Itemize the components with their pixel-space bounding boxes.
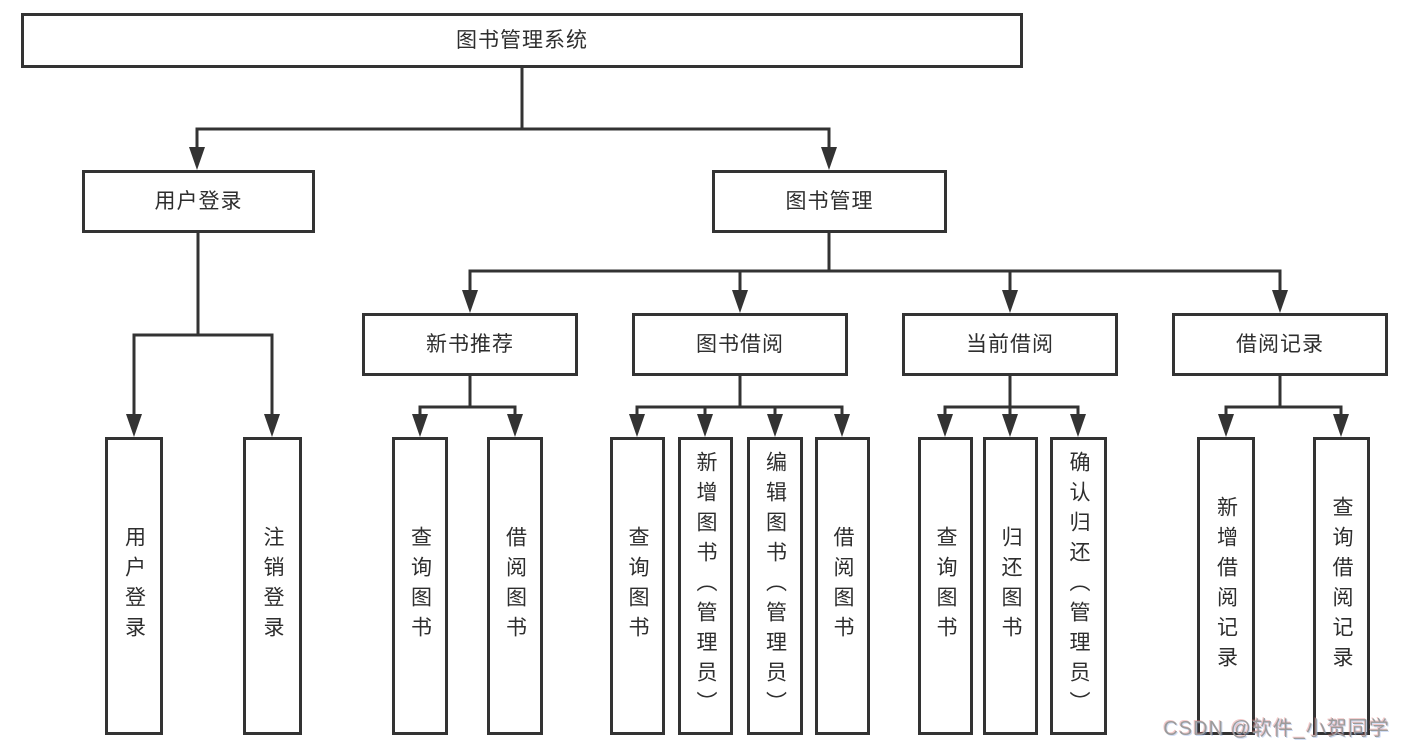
node-library-system: 图书管理系统	[21, 13, 1023, 68]
node-borrow-record: 借阅记录	[1172, 313, 1388, 376]
leaf-query-books-current: 查询图书	[918, 437, 973, 735]
leaf-borrow-books: 借阅图书	[815, 437, 870, 735]
csdn-watermark: CSDN @软件_小贺同学	[1163, 718, 1390, 740]
leaf-query-books-borrow: 查询图书	[610, 437, 665, 735]
leaf-edit-books-admin: 编辑图书（管理员）	[747, 437, 803, 735]
leaf-query-borrow-record: 查询借阅记录	[1313, 437, 1370, 735]
node-user-login: 用户登录	[82, 170, 315, 233]
leaf-add-borrow-record: 新增借阅记录	[1197, 437, 1255, 735]
leaf-logout-login: 注销登录	[243, 437, 302, 735]
leaf-borrow-books-recommend: 借阅图书	[487, 437, 543, 735]
leaf-user-login: 用户登录	[105, 437, 163, 735]
leaf-add-books-admin: 新增图书（管理员）	[678, 437, 733, 735]
leaf-confirm-return-admin: 确认归还（管理员）	[1050, 437, 1107, 735]
leaf-return-books: 归还图书	[983, 437, 1038, 735]
node-book-borrow: 图书借阅	[632, 313, 848, 376]
leaf-query-books-recommend: 查询图书	[392, 437, 448, 735]
node-new-book-recommend: 新书推荐	[362, 313, 578, 376]
node-current-borrow: 当前借阅	[902, 313, 1118, 376]
node-book-management: 图书管理	[712, 170, 947, 233]
